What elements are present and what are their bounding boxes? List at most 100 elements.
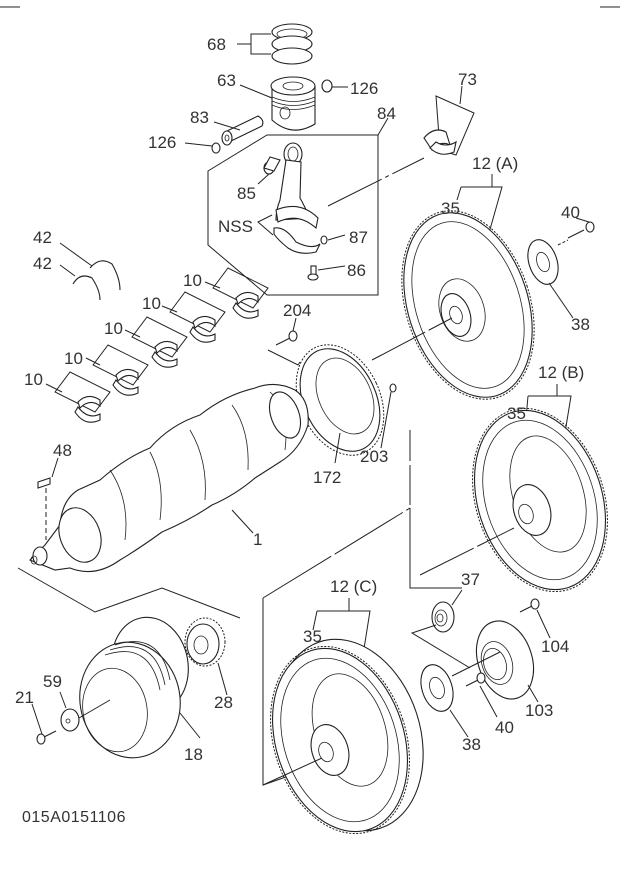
callout-172[interactable]: 172: [313, 468, 341, 487]
callout-12c[interactable]: 12 (C): [330, 577, 377, 596]
thrust-washer-upper[interactable]: [89, 260, 121, 291]
piston-pin[interactable]: [221, 115, 264, 146]
piston-rings[interactable]: [271, 23, 313, 65]
dowel-pin[interactable]: [320, 235, 328, 245]
leader-48: [51, 457, 59, 478]
pilot-bearing[interactable]: [431, 601, 455, 633]
callout-38a[interactable]: 38: [571, 315, 590, 334]
leader-21: [31, 703, 43, 735]
callout-42-upper[interactable]: 42: [33, 228, 52, 247]
callout-87[interactable]: 87: [349, 228, 368, 247]
flywheel-bolt-b[interactable]: [465, 672, 486, 687]
callout-68[interactable]: 68: [207, 35, 226, 54]
callout-21[interactable]: 21: [15, 688, 34, 707]
flywheel-washer-b[interactable]: [415, 661, 458, 716]
callout-37[interactable]: 37: [461, 570, 480, 589]
callout-73[interactable]: 73: [458, 70, 477, 89]
leader-104: [536, 609, 551, 639]
pulley-bolt[interactable]: [36, 730, 57, 745]
callout-86[interactable]: 86: [347, 261, 366, 280]
leader-40a: [575, 217, 590, 223]
callout-204[interactable]: 204: [283, 301, 311, 320]
crankshaft-pulley[interactable]: [71, 611, 196, 766]
main-bearing-2[interactable]: [169, 291, 226, 343]
callout-42-lower[interactable]: 42: [33, 254, 52, 273]
main-bearing-1[interactable]: [212, 267, 269, 319]
callout-104[interactable]: 104: [541, 637, 569, 656]
callout-126-right[interactable]: 126: [350, 79, 378, 98]
flywheel-a[interactable]: [379, 194, 557, 417]
callout-40a[interactable]: 40: [561, 203, 580, 222]
flywheel-washer-a[interactable]: [523, 236, 564, 288]
callout-12a[interactable]: 12 (A): [472, 154, 518, 173]
callout-10-4[interactable]: 10: [64, 349, 83, 368]
callout-28[interactable]: 28: [214, 693, 233, 712]
main-bearing-4[interactable]: [92, 344, 149, 396]
leader-59: [78, 699, 111, 719]
crankshaft[interactable]: [29, 383, 309, 573]
callout-10-5[interactable]: 10: [24, 370, 43, 389]
bearing-housing[interactable]: [467, 614, 543, 707]
callout-35b[interactable]: 35: [507, 404, 526, 423]
piston[interactable]: [270, 76, 316, 131]
leader-85: [257, 173, 270, 185]
flywheel-bolt-a[interactable]: [567, 221, 595, 239]
leader-gear: [267, 349, 301, 366]
callout-59[interactable]: 59: [43, 672, 62, 691]
woodruff-key[interactable]: [37, 477, 51, 489]
drawing-code: 015A0151106: [22, 809, 126, 826]
gear-pin[interactable]: [389, 383, 397, 393]
callout-labels: 68 63 126 83 126 84 73 85 NSS 87 86 12 (…: [15, 35, 590, 826]
callout-40b[interactable]: 40: [495, 718, 514, 737]
callout-83[interactable]: 83: [190, 108, 209, 127]
callout-35a[interactable]: 35: [441, 199, 460, 218]
callout-38b[interactable]: 38: [462, 735, 481, 754]
gear-bolt[interactable]: [275, 330, 298, 346]
snap-ring-right[interactable]: [321, 79, 333, 93]
flywheel-b-frame: [409, 508, 462, 589]
leader-12a: [461, 186, 503, 241]
leader-1: [231, 509, 254, 534]
callout-12b[interactable]: 12 (B): [538, 363, 584, 382]
callout-103[interactable]: 103: [525, 701, 553, 720]
callout-10-3[interactable]: 10: [104, 319, 123, 338]
leader-68: [250, 33, 271, 55]
leader-28: [217, 662, 228, 696]
leader-35a: [456, 186, 462, 201]
callout-85[interactable]: 85: [237, 184, 256, 203]
callout-10-1[interactable]: 10: [183, 271, 202, 290]
leader-18: [179, 712, 201, 739]
callout-35c[interactable]: 35: [303, 627, 322, 646]
main-bearing-3[interactable]: [131, 316, 188, 368]
snap-ring-left[interactable]: [211, 142, 221, 154]
callout-126-left[interactable]: 126: [148, 133, 176, 152]
flywheel-c[interactable]: [248, 620, 447, 852]
crankshaft-front-frame: [17, 567, 241, 619]
callout-84[interactable]: 84: [377, 104, 396, 123]
callout-10-2[interactable]: 10: [142, 294, 161, 313]
main-bearing-5[interactable]: [54, 371, 111, 423]
leader-172: [334, 432, 341, 464]
pilot-bearing-frame: [410, 624, 471, 669]
con-rod-bolt[interactable]: [307, 265, 319, 281]
callout-nss[interactable]: NSS: [218, 217, 253, 236]
connecting-rod[interactable]: [275, 142, 319, 230]
callout-203[interactable]: 203: [360, 447, 388, 466]
small-end-bushing[interactable]: [263, 156, 281, 175]
thrust-washer-lower[interactable]: [72, 275, 101, 301]
timing-gear[interactable]: [184, 617, 226, 667]
flywheel-b[interactable]: [450, 391, 620, 609]
crankshaft-gear[interactable]: [279, 331, 401, 470]
con-rod-cap[interactable]: [273, 227, 321, 254]
pulley-washer[interactable]: [60, 708, 80, 732]
leader-204: [292, 317, 297, 332]
leader-40b: [479, 685, 498, 718]
callout-63[interactable]: 63: [217, 71, 236, 90]
leader-38a: [548, 282, 574, 319]
callout-18[interactable]: 18: [184, 745, 203, 764]
housing-bolt[interactable]: [519, 598, 540, 613]
leader-nss: [257, 214, 274, 236]
callout-48[interactable]: 48: [53, 441, 72, 460]
con-rod-bearing[interactable]: [423, 129, 457, 155]
callout-1[interactable]: 1: [253, 530, 262, 549]
